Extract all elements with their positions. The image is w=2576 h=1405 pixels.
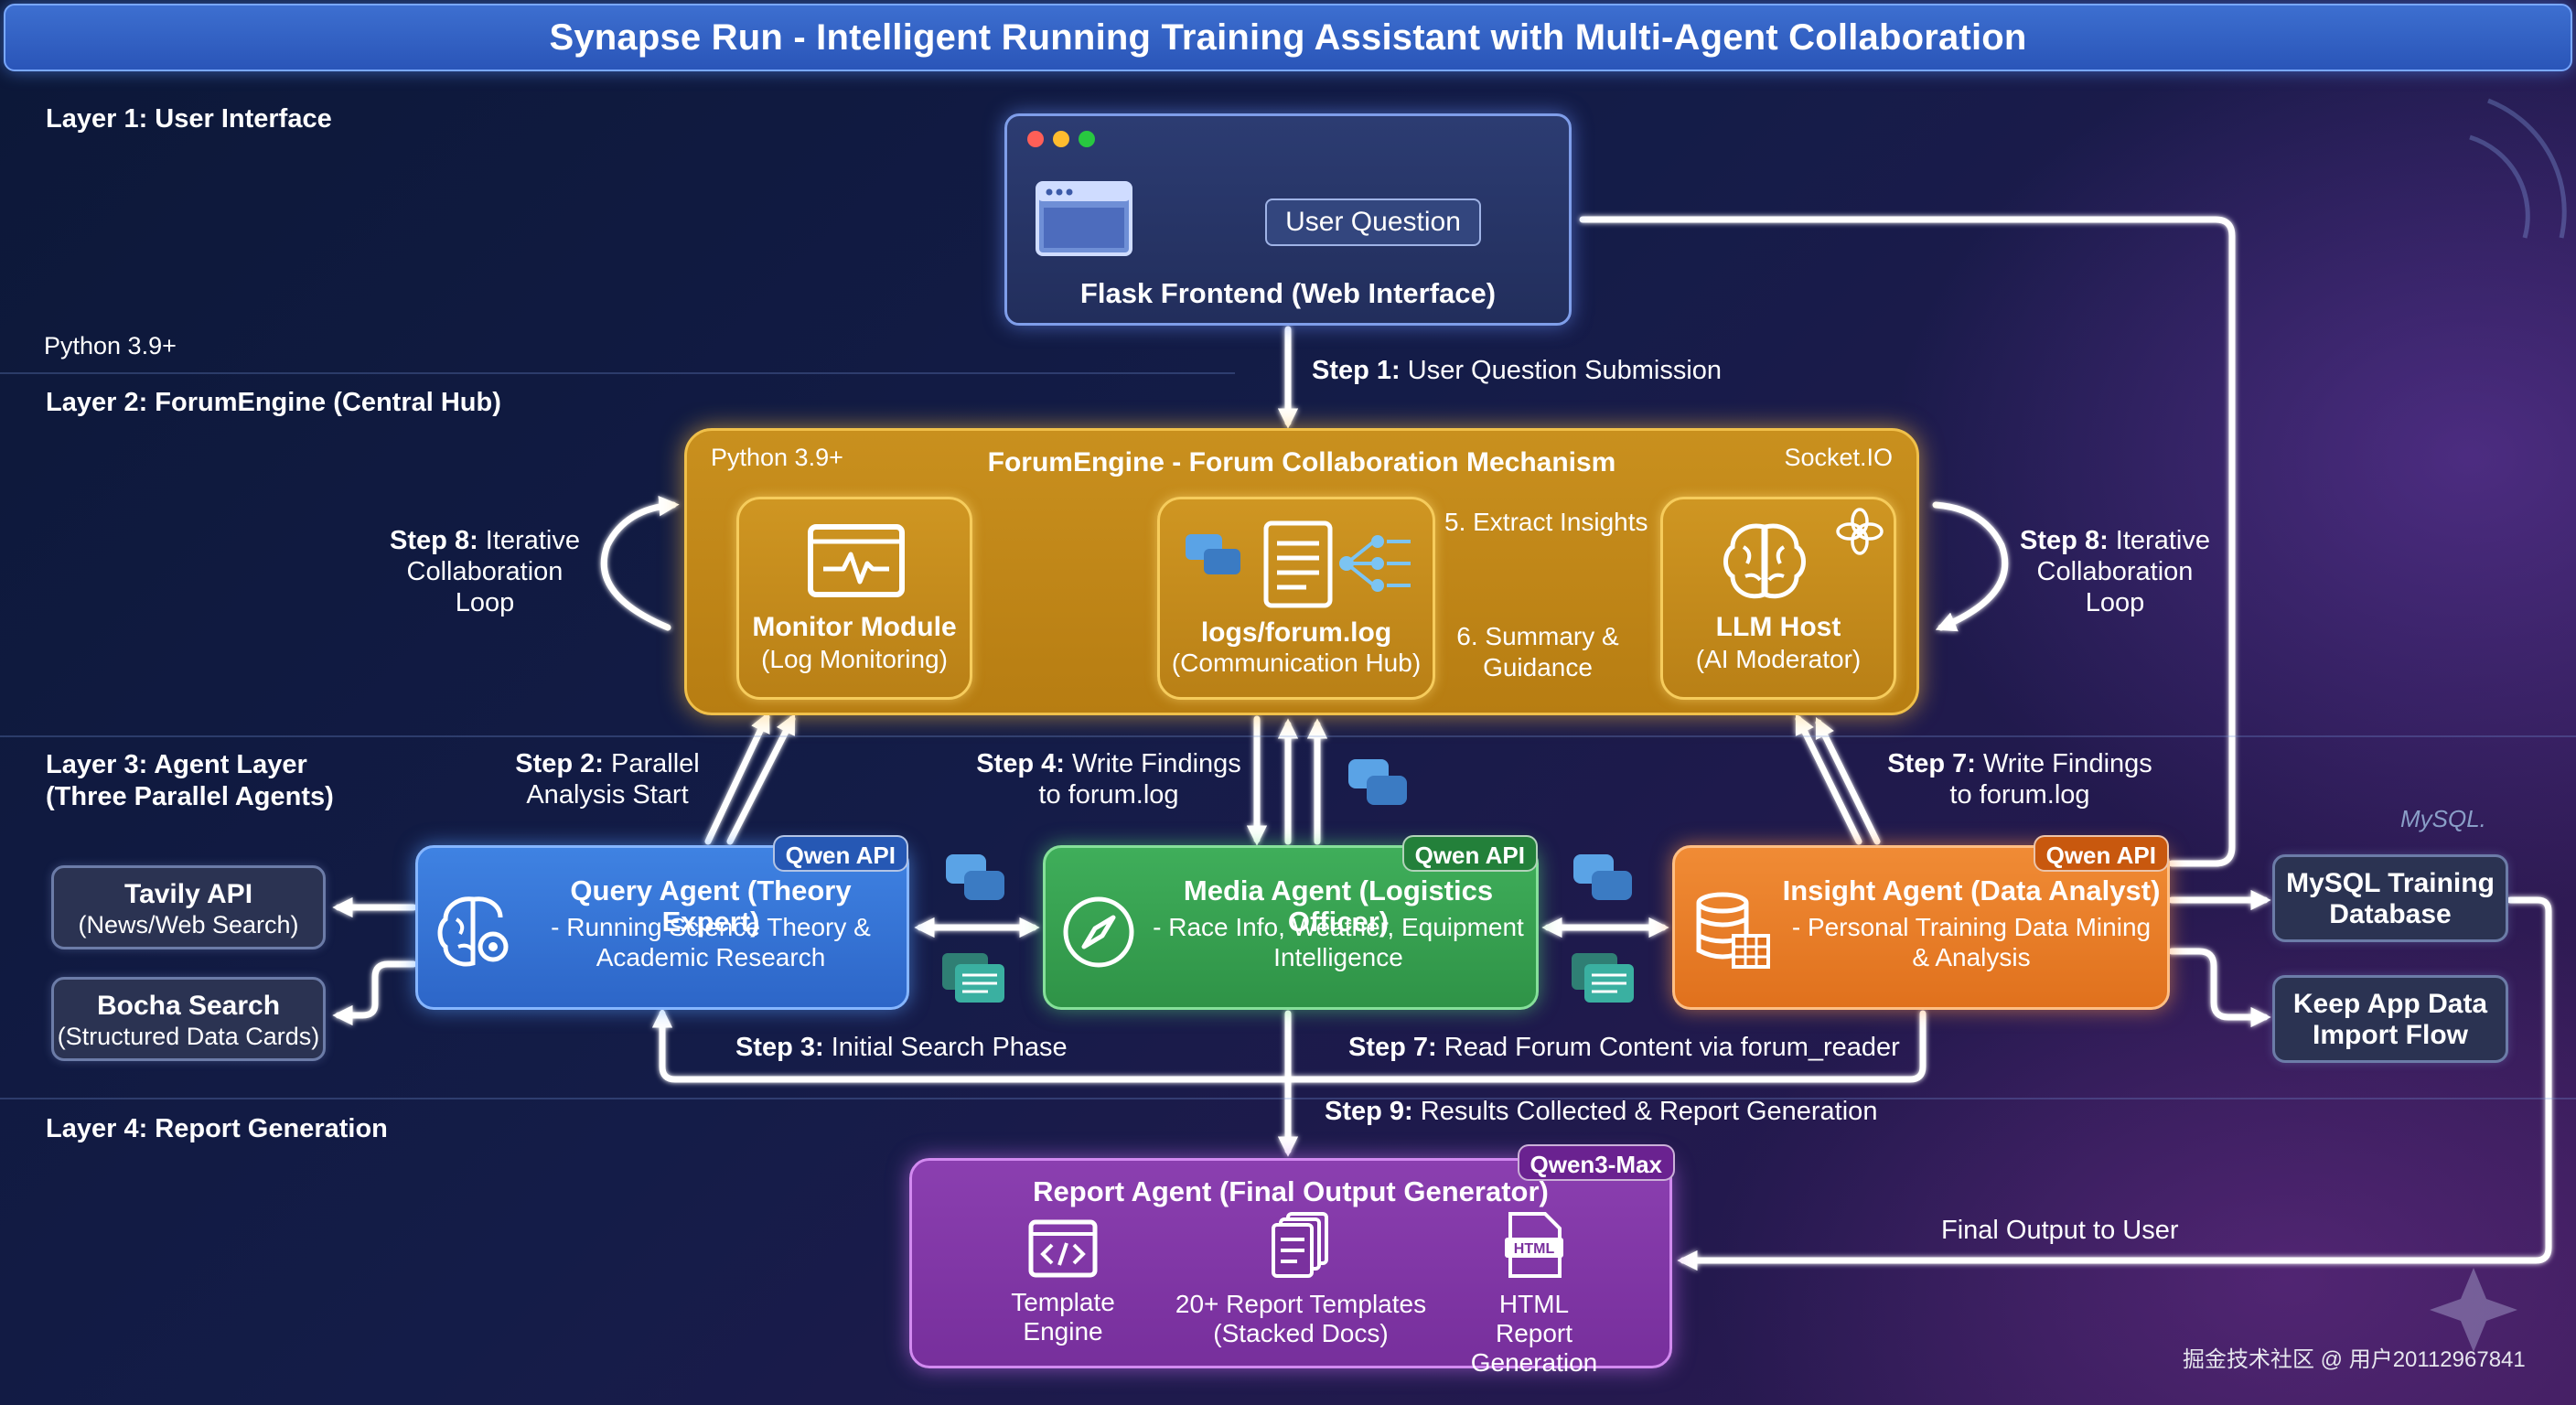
python-version-label: Python 3.9+ [44,332,177,359]
layer-divider [0,372,1235,374]
summary-guidance-label: 6. Summary & Guidance [1456,622,1619,681]
forum-engine-title: ForumEngine - Forum Collaboration Mechan… [987,447,1616,477]
page-title: Synapse Run - Intelligent Running Traini… [549,16,2027,58]
insight-agent-description: - Personal Training Data Mining & Analys… [1791,913,2152,971]
flask-frontend-window: User Question Flask Frontend (Web Interf… [1004,113,1572,326]
stacked-docs-icon [1272,1212,1328,1278]
step-2-label: Step 2: Parallel Analysis Start [515,749,700,810]
watermark-credit: 掘金技术社区 @ 用户20112967841 [2183,1347,2526,1372]
layer-1-label: Layer 1: User Interface [46,104,332,134]
query-agent-badge: Qwen API [772,835,908,872]
step-7-write-label: Step 7: Write Findings to forum.log [1887,749,2152,810]
forum-log-icons [1186,520,1411,608]
step-1-label: Step 1: User Question Submission [1312,356,1723,385]
keep-app-import-box: Keep App Data Import Flow [2272,975,2508,1063]
query-agent: Qwen API Query Agent (Theory Expert) - R… [415,835,909,1010]
code-window-icon [1028,1219,1098,1278]
tavily-api-title: Tavily API [123,879,253,909]
insight-agent: Qwen API Insight Agent (Data Analyst) - … [1672,835,2170,1010]
insight-agent-badge: Qwen API [2033,835,2169,872]
layer-4-label: Layer 4: Report Generation [46,1114,388,1143]
query-agent-title: Query Agent (Theory Expert) [570,874,852,938]
monitor-module: Monitor Module (Log Monitoring) [736,497,972,700]
layer-3-label: Layer 3: Agent Layer [46,750,307,779]
report-agent-badge: Qwen3-Max [1517,1144,1675,1181]
extract-insights-label: 5. Extract Insights [1444,508,1648,536]
step-8-left-label: Step 8: Iterative Collaboration Loop [390,526,580,617]
network-nodes-icon [1339,535,1411,592]
chat-bubbles-icon [1573,854,1632,900]
forum-engine-hub: Python 3.9+ ForumEngine - Forum Collabor… [684,428,1919,715]
bocha-search-subtitle: (Structured Data Cards) [57,1023,320,1050]
tavily-api-box: Tavily API (News/Web Search) [51,865,326,949]
flask-frontend-label: Flask Frontend (Web Interface) [1079,277,1497,309]
svg-text:HTML: HTML [1514,1241,1555,1257]
html-report-item: HTML HTML Report Generation [1461,1212,1607,1378]
title-bar: Synapse Run - Intelligent Running Traini… [4,4,2572,71]
window-maximize-dot [1079,131,1095,147]
step-8-right-label: Step 8: Iterative Collaboration Loop [2020,526,2210,617]
database-table-icon [1696,892,1770,969]
report-templates-item: 20+ Report Templates (Stacked Docs) [1150,1212,1452,1348]
forum-log-title: logs/forum.log [1200,617,1392,648]
query-agent-description: - Running Science Theory & Academic Rese… [551,913,871,971]
window-close-dot [1027,131,1044,147]
final-output-label: Final Output to User [1941,1216,2179,1245]
mysql-database-box: MySQL Training Database [2272,854,2508,942]
window-minimize-dot [1053,131,1069,147]
monitor-window-icon [808,524,905,597]
bocha-search-box: Bocha Search (Structured Data Cards) [51,977,326,1061]
layer-2-label: Layer 2: ForumEngine (Central Hub) [46,388,501,417]
insight-agent-title: Insight Agent (Data Analyst) [1782,874,2161,906]
step-3-label: Step 3: Initial Search Phase [735,1033,1068,1062]
layer-divider [0,1098,2576,1099]
user-question-button[interactable]: User Question [1265,198,1481,246]
step-4-label: Step 4: Write Findings to forum.log [976,749,1241,810]
llm-host: LLM Host (AI Moderator) [1660,497,1896,700]
socket-io-label: Socket.IO [1784,444,1893,471]
monitor-module-subtitle: (Log Monitoring) [761,645,948,673]
tavily-api-subtitle: (News/Web Search) [78,911,299,938]
forum-python-label: Python 3.9+ [711,444,843,471]
report-agent-title: Report Agent (Final Output Generator) [1033,1175,1549,1207]
message-list-icon [1572,953,1634,1003]
forum-log-subtitle: (Communication Hub) [1171,649,1422,677]
layer-divider [0,735,2576,737]
brain-gear-icon [437,896,509,967]
ai-flower-icon [1836,508,1884,555]
layer-3-sublabel: (Three Parallel Agents) [46,782,334,811]
media-agent-badge: Qwen API [1401,835,1538,872]
step-9-label: Step 9: Results Collected & Report Gener… [1325,1097,1878,1126]
chat-bubbles-icon [946,854,1004,900]
message-list-icon [942,953,1004,1003]
scroll-document-icon [1263,520,1333,608]
template-engine-item: Template Engine [985,1219,1141,1346]
media-agent: Qwen API Media Agent (Logistics Officer)… [1043,835,1539,1010]
chat-bubbles-icon [1348,759,1407,805]
brain-icon [1723,523,1806,599]
media-agent-title: Media Agent (Logistics Officer) [1183,874,1494,938]
mysql-logo: MySQL. [2400,805,2486,832]
html-file-icon: HTML [1505,1212,1563,1278]
monitor-module-title: Monitor Module [752,612,957,642]
llm-host-subtitle: (AI Moderator) [1695,645,1862,673]
chat-bubbles-icon [1186,534,1240,574]
step-7-read-label: Step 7: Read Forum Content via forum_rea… [1348,1033,1900,1062]
browser-window-icon [1036,181,1132,256]
bocha-search-title: Bocha Search [96,991,281,1021]
llm-host-title: LLM Host [1715,612,1841,642]
media-agent-description: - Race Info, Weather, Equipment Intellig… [1153,913,1524,971]
compass-icon [1063,896,1134,968]
forum-log-hub: logs/forum.log (Communication Hub) [1157,497,1435,700]
report-agent: Qwen3-Max Report Agent (Final Output Gen… [909,1144,1675,1377]
